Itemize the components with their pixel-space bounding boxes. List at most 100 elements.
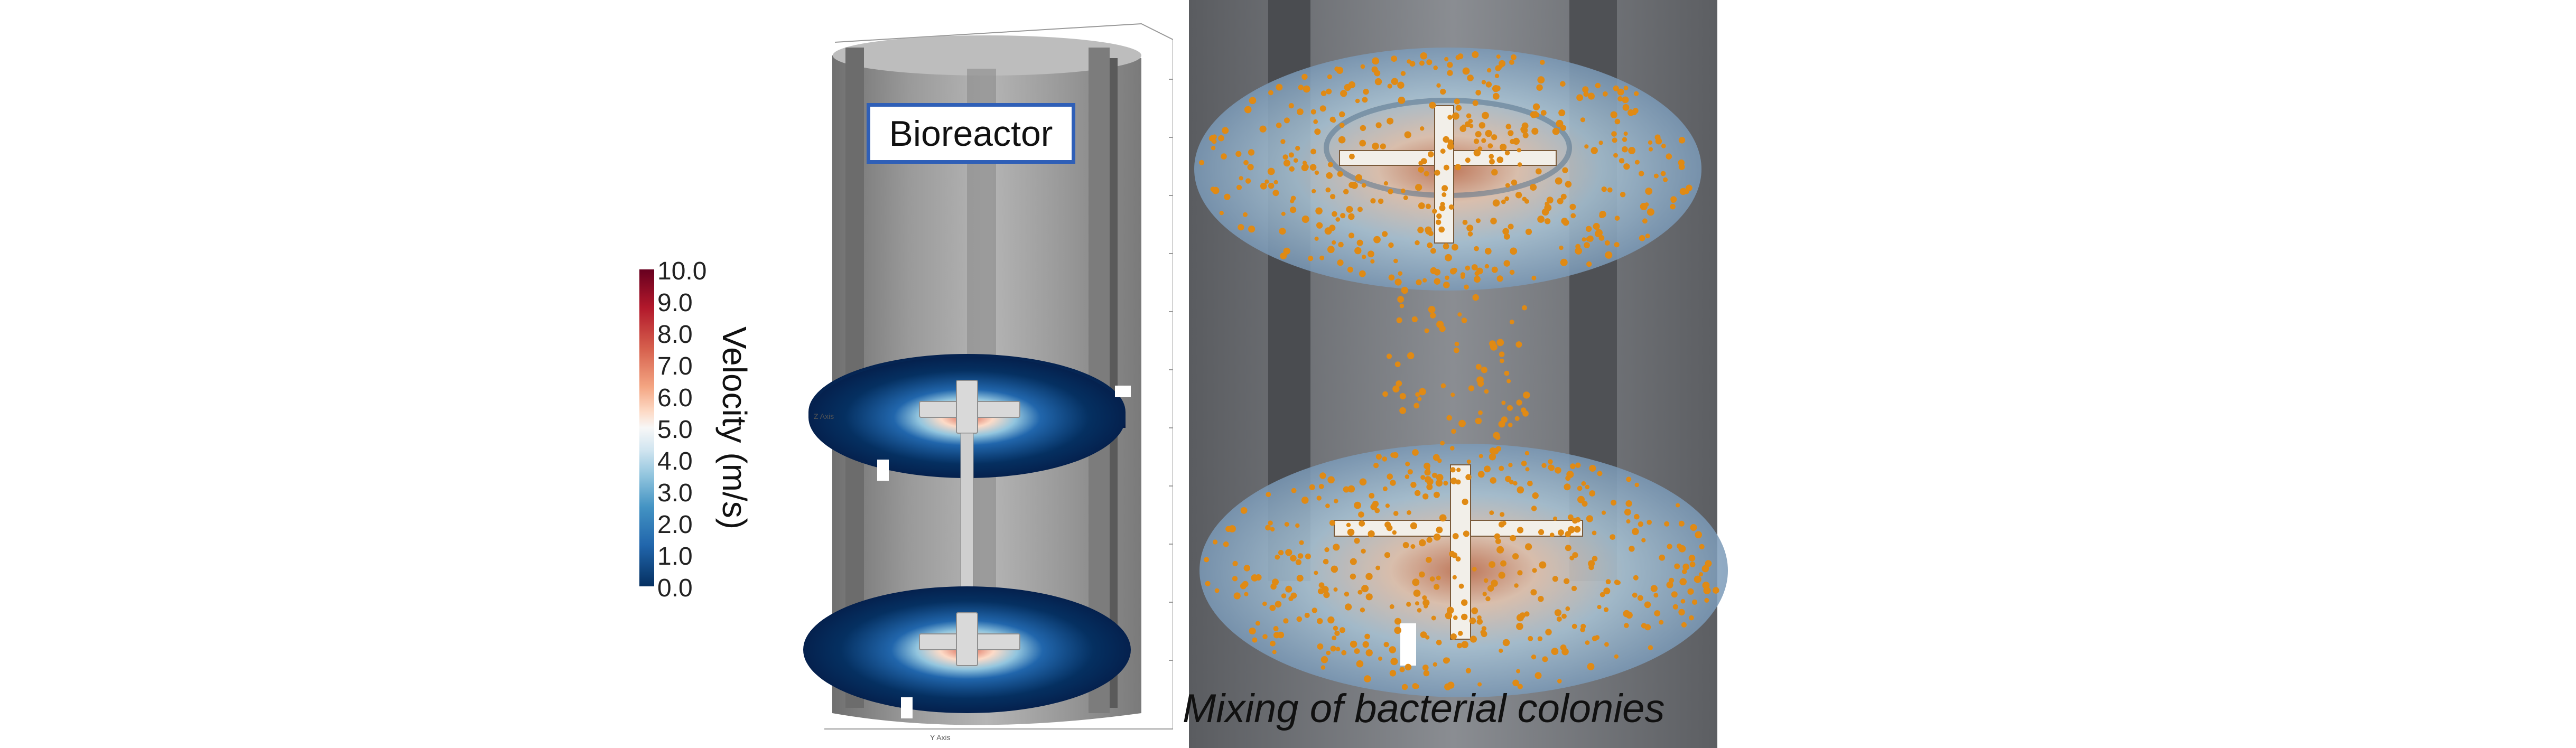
particle (1392, 530, 1397, 535)
particle (1508, 463, 1513, 467)
particle (1468, 385, 1474, 391)
particle (1530, 589, 1537, 596)
particle (1605, 579, 1611, 585)
particle (1339, 123, 1345, 128)
particle (1242, 581, 1249, 587)
particle (1541, 208, 1549, 216)
particle (1682, 563, 1689, 571)
particle (1296, 616, 1303, 622)
particle (1604, 240, 1610, 246)
particle (1576, 94, 1583, 101)
particle (1375, 454, 1382, 460)
particle (1509, 320, 1514, 324)
particle (1617, 96, 1623, 101)
particle (1427, 242, 1433, 248)
particle (1359, 520, 1365, 527)
particle (1522, 197, 1527, 202)
particle (1555, 177, 1563, 185)
particle (1462, 498, 1468, 506)
particle (1491, 266, 1498, 273)
particle (1570, 213, 1576, 219)
particle (1527, 480, 1533, 487)
particle (1455, 556, 1461, 562)
particle (1350, 640, 1357, 648)
particle (1443, 282, 1450, 288)
particle (1382, 391, 1388, 397)
particle (1268, 183, 1275, 189)
particle (1525, 467, 1530, 472)
particle (1523, 391, 1530, 399)
particle (1429, 576, 1435, 582)
particle (1597, 471, 1603, 476)
particle (1341, 650, 1347, 656)
particle (1586, 515, 1593, 522)
particle (1495, 65, 1501, 71)
particle (1476, 619, 1483, 625)
particle (1406, 602, 1411, 607)
particle (1314, 170, 1319, 175)
particle (1597, 605, 1602, 610)
particle (1426, 466, 1430, 471)
particle (1613, 153, 1618, 158)
particle (1536, 84, 1543, 91)
particle (1290, 555, 1297, 562)
particle (1538, 529, 1545, 536)
particle (1560, 125, 1567, 131)
colorbar-title: Velocity (m/s) (715, 326, 754, 530)
particle (1582, 237, 1586, 242)
particle (1310, 109, 1316, 115)
particle (1283, 247, 1290, 255)
particle (1358, 511, 1364, 518)
particle (1605, 251, 1613, 259)
particle (1648, 645, 1653, 650)
particle (1365, 573, 1373, 581)
particle (1537, 636, 1543, 641)
particle (1327, 162, 1333, 167)
particle (1405, 461, 1410, 466)
particle (1502, 228, 1509, 235)
particle (1347, 485, 1355, 493)
particle (1567, 526, 1575, 534)
particle (1370, 198, 1376, 204)
particle (1510, 247, 1518, 255)
particle (1433, 533, 1441, 541)
particle (1392, 385, 1400, 392)
particle (1331, 118, 1336, 123)
particle (1492, 85, 1500, 92)
particle (1584, 242, 1590, 249)
particle (1430, 248, 1436, 254)
particle (1326, 88, 1332, 95)
particle (1454, 341, 1459, 347)
particle (1484, 264, 1490, 269)
particle (1373, 236, 1381, 244)
particle (1458, 419, 1466, 427)
particle (1413, 403, 1420, 409)
particle (1272, 650, 1277, 654)
particle (1249, 97, 1257, 105)
particle (1363, 88, 1369, 95)
particle (1419, 388, 1426, 396)
particle (1565, 606, 1570, 611)
particle (1349, 153, 1355, 160)
particle (1487, 585, 1494, 592)
particle (1338, 136, 1346, 144)
particle (1422, 599, 1430, 606)
particle (1279, 228, 1286, 235)
particle (1403, 195, 1408, 200)
particle (1481, 80, 1486, 85)
particle (1442, 192, 1447, 197)
particle (1334, 630, 1340, 636)
particle (1454, 347, 1459, 353)
particle (1410, 544, 1416, 549)
particle (1490, 343, 1498, 351)
particle (1667, 544, 1672, 549)
particle (1450, 478, 1457, 484)
particle (1418, 202, 1425, 209)
particle (1552, 576, 1558, 582)
particle (1467, 74, 1474, 81)
particle (1624, 623, 1629, 628)
particle (1419, 60, 1425, 66)
particle (1478, 454, 1483, 459)
particle (1375, 565, 1380, 571)
particle (1492, 199, 1500, 207)
